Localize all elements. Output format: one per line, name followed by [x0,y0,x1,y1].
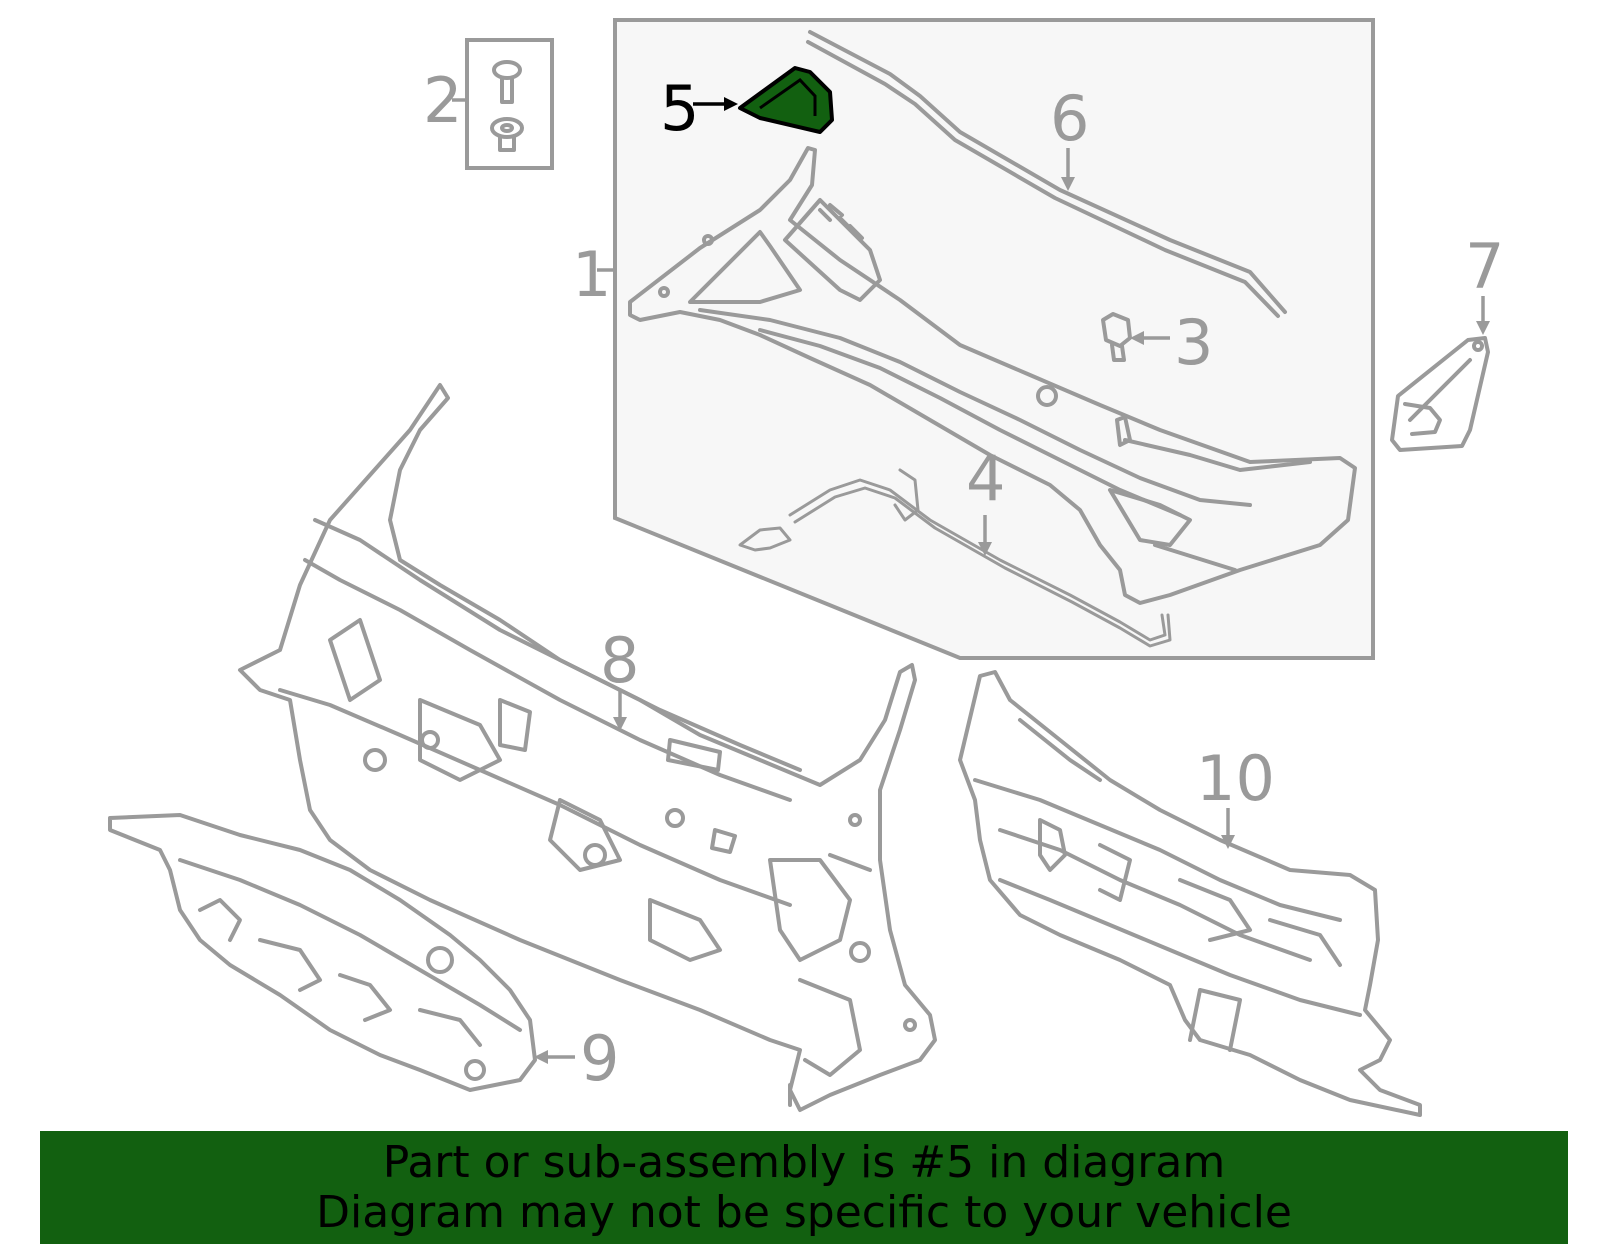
callout-6: 6 [1050,82,1089,155]
part-6-seal [806,30,1287,318]
callout-2: 2 [423,64,462,137]
callout-9: 9 [580,1022,619,1095]
info-banner: Part or sub-assembly is #5 in diagram Di… [40,1131,1568,1244]
part-5-bracket [738,66,834,134]
part-10-insulator [958,670,1422,1117]
assembly-box [613,18,1375,660]
leader-4 [978,515,992,556]
part-8-dash-panel [238,383,937,1112]
leader-6 [1061,148,1075,191]
callout-3: 3 [1174,306,1213,379]
callout-8: 8 [600,624,639,697]
part-2-clips [490,60,524,152]
leader-8 [613,690,627,731]
callout-5: 5 [660,72,699,145]
callout-4: 4 [966,442,1005,515]
part-7-bracket [1390,336,1490,452]
callout-1: 1 [572,238,611,311]
part-9-insulator [108,813,537,1092]
callout-10: 10 [1196,742,1275,815]
part-4-hose [738,468,1172,648]
leader-3 [1130,331,1170,345]
banner-line-2: Diagram may not be specific to your vehi… [316,1186,1292,1238]
hardware-box [465,38,554,170]
callout-7: 7 [1465,230,1504,303]
part-1-cowl-panel [628,146,1357,605]
leader-7 [1476,296,1490,335]
leader-10 [1221,808,1235,849]
banner-line-1: Part or sub-assembly is #5 in diagram [382,1136,1226,1188]
leader-5 [693,97,738,111]
leader-9 [534,1050,575,1064]
